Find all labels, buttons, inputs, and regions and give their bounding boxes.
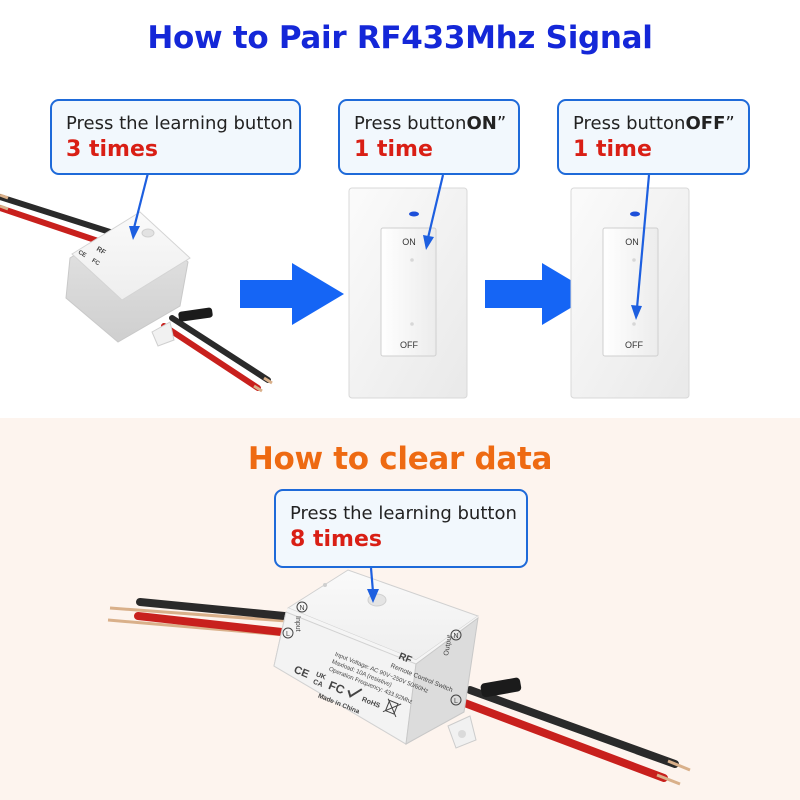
wall-switch-1: ON OFF <box>348 187 468 399</box>
right-arrow-2 <box>485 263 594 325</box>
callout-3-key: OFF <box>685 113 726 134</box>
fc-mark: FC <box>327 678 347 697</box>
terminal-l-left: L <box>282 627 294 639</box>
clear-title: How to clear data <box>247 441 553 477</box>
svg-text:N: N <box>299 605 304 612</box>
module-brand: RF <box>397 651 413 666</box>
small-module-brand: RF <box>95 246 107 257</box>
callout-1-count: 3 times <box>66 137 158 162</box>
terminal-l-right: L <box>450 694 462 706</box>
callout-2-text: Press buttonON” <box>354 113 507 134</box>
switch-1-off-label: OFF <box>400 340 418 350</box>
svg-text:N: N <box>453 633 458 640</box>
terminal-n-left: N <box>296 601 308 613</box>
check-icon <box>347 688 363 698</box>
callout-learning-8: Press the learning button 8 times <box>274 489 528 568</box>
callout-3-count: 1 time <box>573 137 652 162</box>
callout-learning-3: Press the learning button 3 times <box>50 99 301 175</box>
pointer-4 <box>367 567 379 603</box>
switch-2-off-label: OFF <box>625 340 643 350</box>
switch-2-on-label: ON <box>625 237 639 247</box>
callout-4-count: 8 times <box>290 527 382 552</box>
callout-press-off: Press buttonOFF” 1 time <box>557 99 750 175</box>
callout-4-text: Press the learning button <box>290 503 517 524</box>
ce-mark: CE <box>292 664 311 681</box>
svg-text:FC: FC <box>91 258 102 268</box>
right-arrow-1 <box>240 263 344 325</box>
large-module-wires <box>107 598 691 786</box>
output-label: Output <box>443 634 454 656</box>
terminal-n-right: N <box>450 629 462 641</box>
small-module-wires <box>0 193 273 393</box>
wall-switch-2: ON OFF <box>570 187 690 399</box>
callout-1-text: Press the learning button <box>66 113 293 134</box>
svg-text:CE: CE <box>77 250 87 259</box>
weee-bin-icon <box>382 698 402 718</box>
callout-2-key: ON <box>466 113 497 134</box>
pair-title: How to Pair RF433Mhz Signal <box>147 20 653 56</box>
ukca-mark-bottom: CA <box>312 679 324 689</box>
input-label: Input <box>294 616 301 632</box>
callout-2-count: 1 time <box>354 137 433 162</box>
small-module: RF CE FC <box>65 211 213 347</box>
pointer-3 <box>631 174 651 320</box>
svg-text:L: L <box>454 698 458 705</box>
callout-press-on: Press buttonON” 1 time <box>338 99 520 175</box>
svg-text:L: L <box>286 631 290 638</box>
pointer-1 <box>129 172 150 240</box>
ukca-mark-top: UK <box>315 671 327 681</box>
switch-1-on-label: ON <box>402 237 416 247</box>
callout-3-text: Press buttonOFF” <box>573 113 735 134</box>
large-module: RF Remote Control Switch Input Voltage: … <box>273 569 522 749</box>
pointer-2 <box>423 174 445 250</box>
